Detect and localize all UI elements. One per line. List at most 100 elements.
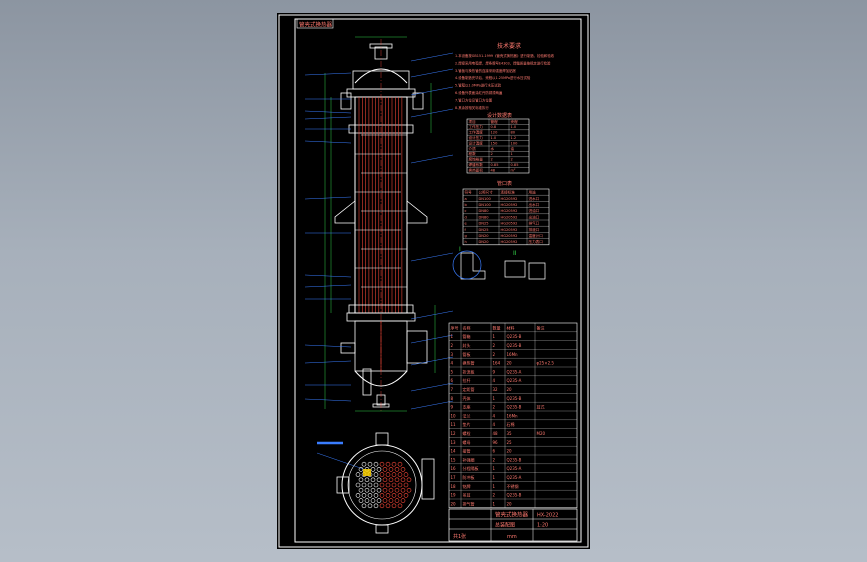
- section-tube: [367, 461, 373, 467]
- bom-cell: 20: [507, 361, 513, 366]
- section-tube: [358, 477, 364, 483]
- section-tube: [403, 482, 409, 488]
- bom-cell: 4: [493, 413, 496, 418]
- callout-leaders: [304, 52, 454, 472]
- nozzle-table-cell: HG20592: [501, 209, 518, 213]
- bom-cell: φ25×2.5: [537, 361, 555, 366]
- section-tube: [385, 482, 391, 488]
- leader-left: [304, 274, 352, 278]
- bom-cell: 1: [493, 396, 496, 401]
- bottom-drain-left: [362, 368, 372, 396]
- bom-cell: 4: [493, 422, 496, 427]
- bom-cell: 2: [451, 343, 454, 348]
- section-tube: [364, 498, 370, 503]
- bom-cell: 25: [507, 440, 513, 445]
- bom-cell: 32: [493, 387, 499, 392]
- bom-cell: 吊耳: [463, 493, 471, 498]
- section-tube: [382, 467, 388, 472]
- leader-left: [304, 196, 352, 200]
- section-tube: [379, 482, 385, 488]
- bom-cell: 7: [451, 387, 454, 392]
- design-table-cell: 管程: [491, 119, 499, 124]
- bom-cell: 1: [493, 475, 496, 480]
- section-tube: [388, 467, 394, 472]
- bom-cell: 定距管: [463, 386, 475, 392]
- section-tube: [397, 461, 403, 467]
- bom-cell: 2: [493, 405, 496, 410]
- section-tube: [391, 482, 397, 488]
- inner-frame: [294, 18, 582, 543]
- title-block-sub: 总装配图: [495, 522, 515, 529]
- section-tube: [394, 467, 400, 472]
- bom-cell: 1: [493, 484, 496, 489]
- nozzle-table-cell: DN20: [479, 240, 490, 244]
- bom-cell: 1: [493, 334, 496, 339]
- bom-cell: 16Mn: [507, 413, 519, 418]
- section-tube: [376, 477, 382, 483]
- leader-right: [410, 52, 454, 62]
- section-tube: [400, 467, 406, 472]
- bom-cell: Q235-B: [507, 343, 522, 348]
- nozzle-table-cell: DN25: [479, 222, 489, 226]
- table-border: [462, 188, 550, 246]
- nozzle-table-cell: HG20592: [501, 234, 518, 238]
- section-tube: [373, 472, 379, 477]
- nozzle-table-cell: HG20592: [501, 215, 518, 219]
- design-table-cell: 2: [511, 158, 513, 162]
- design-table-cell: 2: [491, 152, 493, 156]
- design-table-cell: 水: [491, 146, 495, 151]
- nozzle-table-cell: e: [465, 222, 468, 226]
- nozzle-table-cell: DN100: [479, 197, 492, 201]
- nozzle-table-cell: 出水口: [529, 202, 540, 207]
- bom-header: 名称: [463, 324, 471, 330]
- drawing-sheet: 管壳式换热器: [277, 13, 590, 549]
- leader-left: [304, 116, 352, 120]
- section-tube: [394, 498, 400, 503]
- section-tube: [400, 487, 406, 493]
- bom-cell: 3: [451, 352, 454, 357]
- bom-cell: 封头: [463, 342, 471, 348]
- bom-cell: 96: [493, 440, 499, 445]
- section-tube: [376, 487, 382, 493]
- nozzle-table-cell: DN80: [479, 209, 490, 213]
- section-tube: [385, 503, 391, 509]
- nozzle-table-cell: a: [465, 197, 467, 201]
- nozzle-table-cell: g: [465, 234, 467, 238]
- section-tube: [391, 472, 397, 477]
- section-tube: [370, 467, 376, 472]
- nozzle-table-cell: 连接标准: [501, 190, 516, 195]
- tech-req-line: 3.管板与换热管的连接采用强度焊加贴胀: [455, 68, 516, 73]
- nozzle-table-cell: 排液口: [529, 227, 540, 232]
- section-tube: [370, 498, 376, 503]
- section-tube: [385, 461, 391, 467]
- design-table-title: 设计数据表: [487, 112, 512, 119]
- section-tube: [382, 477, 388, 483]
- section-tube: [355, 472, 361, 477]
- design-table-cell: 150: [491, 141, 499, 145]
- leader-right: [410, 108, 454, 118]
- nozzle-table-title: 管口表: [497, 180, 512, 187]
- nozzle-table-cell: HG20592: [501, 222, 518, 226]
- bom-cell: 折流板: [463, 368, 475, 374]
- bom-cell: 分程隔板: [463, 465, 479, 471]
- bom-cell: 9: [493, 369, 496, 374]
- nozzle-table-cell: 出油口: [529, 214, 540, 219]
- bom-cell: 支座: [463, 404, 471, 410]
- bom-cell: 10: [451, 413, 457, 418]
- design-table-cell: 油: [511, 146, 515, 151]
- leader-left: [304, 72, 352, 76]
- section-tube: [370, 477, 376, 483]
- design-table-cell: 1.0: [511, 125, 517, 129]
- section-tube: [355, 482, 361, 488]
- bom-cell: 拉杆: [463, 377, 471, 383]
- design-table-cell: 1: [511, 152, 513, 156]
- design-table-cell: 换热面积: [469, 167, 484, 172]
- design-table-cell: 2: [491, 158, 493, 162]
- bom-cell: Q235-A: [507, 378, 522, 383]
- bom-cell: 5: [451, 369, 454, 374]
- corner-tag: 管壳式换热器: [299, 21, 333, 29]
- bom-cell: 16Mn: [507, 352, 519, 357]
- design-table-cell: 100: [511, 141, 519, 145]
